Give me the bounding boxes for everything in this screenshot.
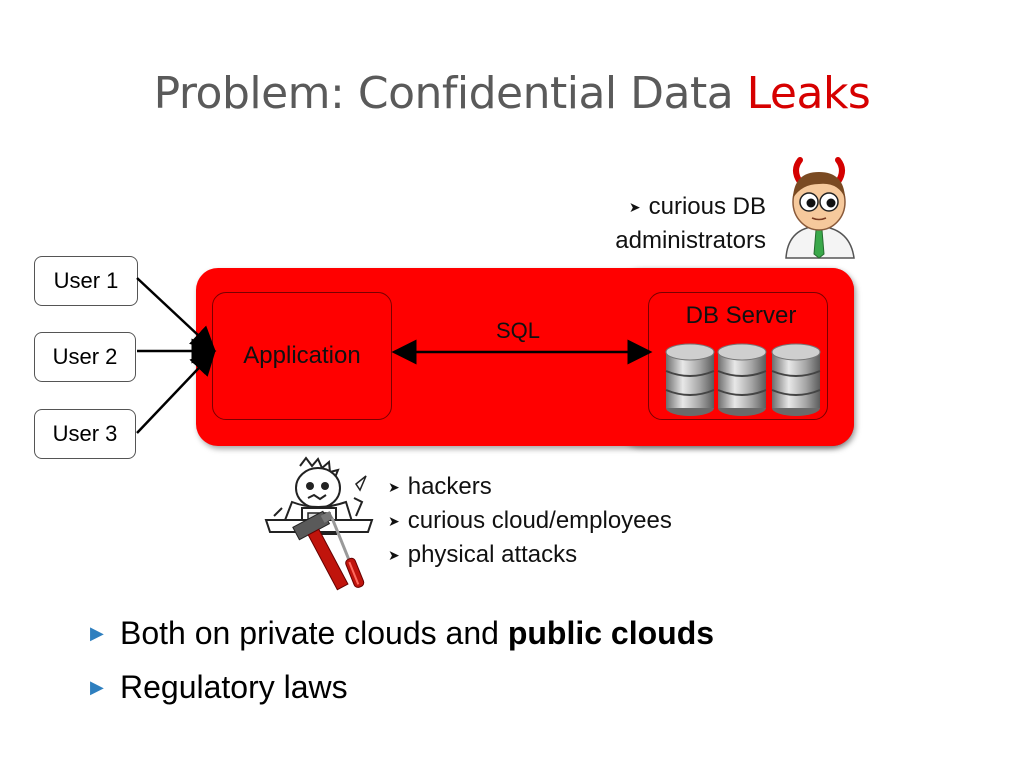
user-3-label: User 3 [52, 421, 118, 446]
bullet-text: Regulatory laws [120, 668, 348, 705]
bullet-item: ▶ Regulatory laws [90, 660, 714, 714]
user-arrows [136, 277, 217, 434]
devil-admin-icon [785, 157, 855, 259]
title-highlight: Leaks [746, 68, 871, 119]
database-icon [665, 343, 821, 416]
triangle-bullet-icon: ▶ [90, 622, 104, 643]
user-1-label: User 1 [53, 268, 119, 293]
main-bullet-list: ▶ Both on private clouds and public clou… [90, 606, 714, 714]
sql-label: SQL [496, 318, 541, 343]
arrow-bullet-icon: ➤ [628, 199, 641, 215]
slide-title: Problem: Confidential Data Leaks [0, 68, 1024, 119]
database-cylinder-1 [665, 343, 715, 416]
admin-threat-text: ➤ curious DB administrators [615, 190, 766, 258]
threat-item-text: hackers [407, 473, 492, 500]
user-1-arrow [136, 277, 216, 352]
threat-item: ➤ hackers [388, 470, 672, 504]
threat-item: ➤ physical attacks [388, 538, 672, 572]
threat-item-text: physical attacks [407, 541, 578, 568]
user-2-label: User 2 [52, 344, 118, 369]
arrow-bullet-icon: ➤ [388, 479, 400, 495]
threat-item-text: curious cloud/employees [407, 507, 672, 534]
user-3-arrow [136, 350, 216, 434]
bullet-bold-text: public clouds [507, 614, 715, 651]
db-server-label: DB Server [685, 302, 797, 329]
user-2-box: User 2 [34, 332, 136, 382]
title-prefix: Problem: Confidential Data [153, 68, 747, 119]
screwdriver-icon [330, 517, 365, 588]
tools-icon [292, 510, 365, 591]
threat-item: ➤ curious cloud/employees [388, 504, 672, 538]
admin-line-2: administrators [615, 227, 766, 254]
database-cylinder-2 [717, 343, 767, 416]
bullet-text: Both on private clouds and [120, 614, 499, 651]
application-label: Application [243, 342, 361, 369]
bullet-item: ▶ Both on private clouds and public clou… [90, 606, 714, 660]
triangle-bullet-icon: ▶ [90, 676, 104, 697]
threat-list: ➤ hackers ➤ curious cloud/employees ➤ physi… [388, 470, 672, 572]
admin-line-1: ➤ curious DB [615, 190, 766, 224]
user-1-box: User 1 [34, 256, 138, 306]
admin-line-1-text: curious DB [648, 193, 766, 220]
arrow-bullet-icon: ➤ [388, 513, 400, 529]
user-3-box: User 3 [34, 409, 136, 459]
database-cylinder-3 [771, 343, 821, 416]
arrow-bullet-icon: ➤ [388, 547, 400, 563]
hammer-icon [292, 510, 349, 591]
